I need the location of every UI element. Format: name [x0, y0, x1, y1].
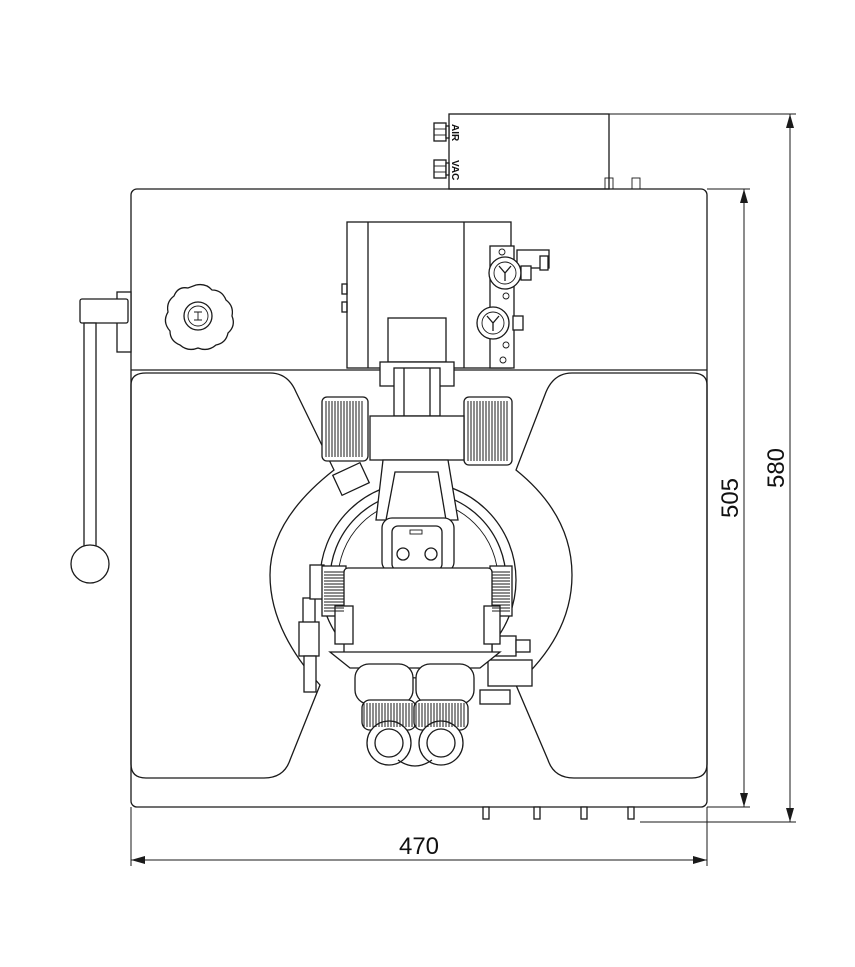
pressure-gauge-icon	[476, 306, 524, 340]
lever-handle	[70, 291, 132, 584]
air-port: AIR	[433, 122, 460, 142]
rear-port-box	[448, 113, 641, 190]
microscope-arm	[369, 415, 465, 573]
vac-label: VAC	[449, 160, 460, 180]
dimension-depth: 505	[707, 188, 750, 808]
focus-knob-left	[321, 396, 369, 462]
depth-dimension-label: 505	[717, 478, 744, 518]
pressure-gauge-icon	[488, 256, 532, 290]
eyepiece-right	[413, 663, 475, 766]
left-plate	[130, 372, 335, 779]
microscope-head	[321, 565, 513, 669]
dimension-total-depth: 580	[609, 113, 796, 823]
total-depth-dimension-label: 580	[763, 448, 790, 488]
knob-icon	[164, 283, 234, 351]
eyepiece-bridge	[397, 759, 433, 767]
focus-knob-right	[463, 396, 513, 466]
vac-port: VAC	[433, 159, 460, 180]
eyepiece-left	[354, 663, 417, 766]
width-dimension-label: 470	[399, 833, 439, 860]
dimension-width: 470	[130, 807, 708, 866]
right-plate	[515, 372, 708, 779]
air-label: AIR	[449, 124, 460, 142]
side-probe-left	[298, 461, 371, 693]
front-fittings	[482, 806, 635, 820]
